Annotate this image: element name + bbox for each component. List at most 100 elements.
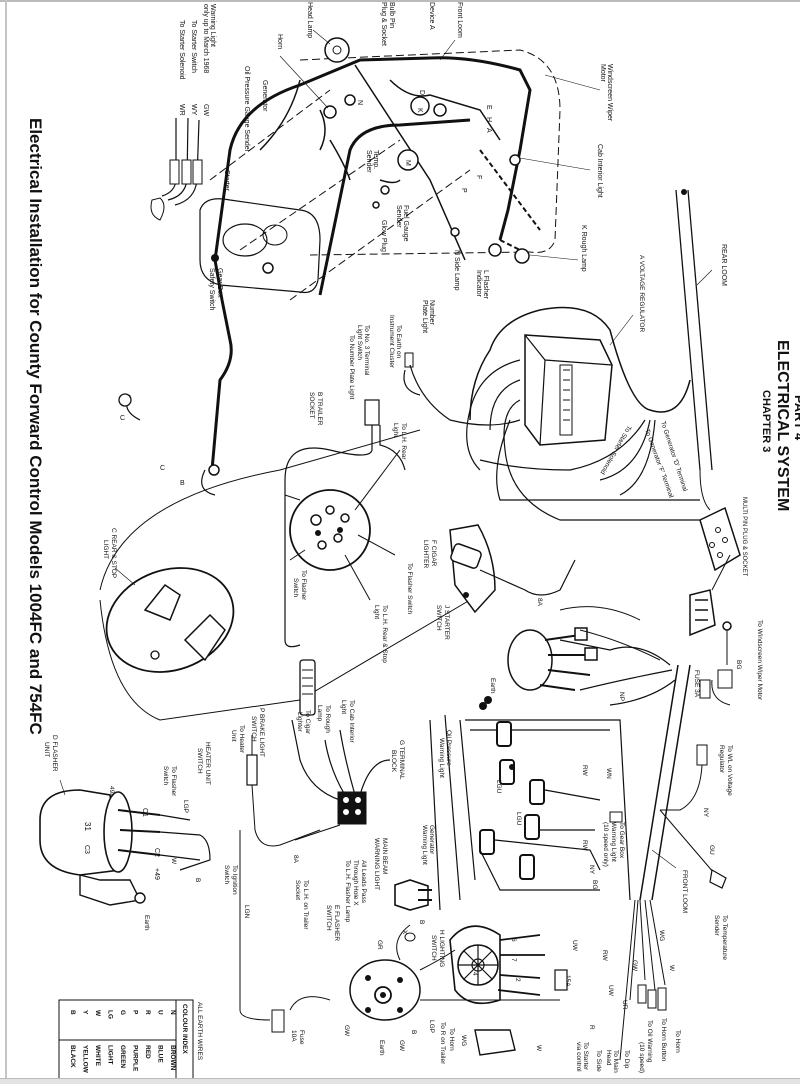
diagram-label: C2 xyxy=(153,848,160,857)
diagram-label: C1 xyxy=(141,808,148,817)
diagram-label: LGP xyxy=(428,1020,435,1033)
diagram-label: Device A xyxy=(428,2,435,30)
diagram-label: Earth xyxy=(143,915,150,931)
wire-or-component-shape xyxy=(465,719,631,901)
diagram-label: Oil Pressure xyxy=(445,730,452,766)
wire-or-component-shape xyxy=(289,924,560,1011)
diagram-label: To Rough xyxy=(324,705,331,733)
colour-name: GREEN xyxy=(119,1045,126,1068)
wire-or-component-shape xyxy=(79,874,142,906)
wire-or-component-shape xyxy=(559,364,573,436)
diagram-label: SWITCH xyxy=(250,716,257,742)
diagram-label: 10A xyxy=(290,1030,297,1042)
diagram-label: Cab Interior Light xyxy=(596,144,603,198)
diagram-label: M xyxy=(404,160,411,166)
wire-or-component-shape xyxy=(651,849,677,869)
wire-or-component-shape xyxy=(103,791,133,873)
wire-or-component-shape xyxy=(208,464,220,476)
diagram-label: 6 xyxy=(510,938,517,942)
wire-or-component-shape xyxy=(271,1009,285,1033)
diagram-label: N xyxy=(356,100,363,105)
diagram-label: B xyxy=(180,480,185,487)
diagram-label: Instrument Cluster xyxy=(388,315,395,369)
diagram-label: G TERMINAL xyxy=(398,740,405,780)
wire-or-component-shape xyxy=(291,719,391,801)
wire-or-component-shape xyxy=(332,45,342,55)
warning-lamp-sockets xyxy=(479,721,545,880)
diagram-label: To L.H. Rear xyxy=(400,423,407,460)
diagram-label: Light xyxy=(340,700,347,714)
multi-pin-plug-icon xyxy=(689,469,741,637)
chapter-header: PART 4 ELECTRICAL SYSTEM CHAPTER 3 xyxy=(760,340,800,511)
engine-labels: Head Lamp Bulb Pin Plug & Socket Device … xyxy=(208,2,613,333)
wire-or-component-shape xyxy=(209,89,471,301)
diagram-label: Motor xyxy=(599,64,606,83)
wire-or-component-shape xyxy=(344,94,356,106)
wire-or-component-shape xyxy=(364,399,380,426)
wire-or-component-shape xyxy=(262,224,288,246)
diagram-label: Regulator xyxy=(718,745,725,774)
colour-index-rows: NBROWNUBLUERREDPPURPLEGGREENLGLIGHTWWHIT… xyxy=(69,1010,176,1074)
rear-stop-light: C REAR & STOP LIGHT xyxy=(102,528,235,673)
wire-or-component-shape xyxy=(343,797,349,803)
diagram-label: Horn xyxy=(276,34,283,49)
diagram-label: Head xyxy=(605,1050,612,1066)
diagram-label: To Starter xyxy=(582,1042,589,1071)
diagram-label: Light xyxy=(373,605,380,619)
diagram-label: E FLASHER xyxy=(333,905,340,941)
wire-or-component-shape xyxy=(563,369,570,421)
brake-heater-region: P BRAKE LIGHT SWITCH To Heater Unit HEAT… xyxy=(196,659,405,864)
diagram-label: 8A xyxy=(536,598,543,607)
diagram-label: LIGHTER xyxy=(422,540,429,568)
wire-or-component-shape xyxy=(509,764,515,770)
diagram-label: GW xyxy=(398,1040,405,1052)
wire-or-component-shape xyxy=(497,934,545,996)
colour-code: Y xyxy=(82,1010,89,1015)
wire-or-component-shape xyxy=(183,613,226,662)
wire-or-component-shape xyxy=(192,159,203,185)
lighting-switch-region: MAIN BEAM WARNING LIGHT All Leads Pass T… xyxy=(271,838,608,1065)
wire-or-component-shape xyxy=(418,889,432,901)
wire-or-component-shape xyxy=(524,814,540,840)
wire-or-component-shape xyxy=(709,869,727,889)
wire-or-component-shape xyxy=(181,159,192,185)
diagram-label: RW xyxy=(581,840,588,852)
wire-or-component-shape xyxy=(539,634,591,691)
diagram-label: GR xyxy=(376,940,383,950)
diagram-label: Switch xyxy=(223,865,230,885)
colour-code: W xyxy=(94,1010,101,1017)
diagram-label: NY xyxy=(588,865,595,875)
wire-or-component-shape xyxy=(699,679,711,699)
wire-or-component-shape xyxy=(647,989,657,1009)
diagram-label: Indicator xyxy=(475,270,482,298)
diagram-label: Fuse xyxy=(298,1030,305,1045)
diagram-label: SWITCH xyxy=(430,935,437,961)
diagram-label: W xyxy=(668,965,675,972)
rear-loom-label: REAR LOOM xyxy=(720,244,727,286)
wire-or-component-shape xyxy=(343,809,349,815)
diagram-label: To Cigar xyxy=(304,710,311,735)
diagram-label: B xyxy=(194,878,201,882)
diagram-label: Bulb Pin xyxy=(388,2,395,28)
to-r-on-trailer-label: To R on Trailer xyxy=(439,1022,446,1065)
diagram-label: only up to March 1968 xyxy=(202,4,209,73)
wire-or-component-shape xyxy=(524,334,613,446)
wire-or-component-shape xyxy=(222,223,268,257)
wire-or-component-shape xyxy=(59,779,66,796)
wire-or-component-shape xyxy=(717,552,723,558)
colour-code: LG xyxy=(107,1010,114,1019)
diagram-label: Front Loom xyxy=(456,2,463,38)
diagram-label: To Ignition xyxy=(231,865,238,895)
wire-or-component-shape xyxy=(689,589,716,637)
diagram-label: BLOCK xyxy=(390,750,397,773)
diagram-label: To Number Plate Light xyxy=(348,335,355,400)
wire-or-component-shape xyxy=(365,975,371,981)
colour-code: B xyxy=(69,1010,76,1015)
rear-loom-assembly: REAR LOOM A VOLTAGE REGULATOR To Generat… xyxy=(466,189,763,901)
wire-or-component-shape xyxy=(554,969,568,991)
wire-or-component-shape xyxy=(239,830,271,1021)
diagram-label: To Dip xyxy=(623,1050,630,1069)
wire-or-component-shape xyxy=(251,735,321,847)
diagram-label: Unit xyxy=(230,730,237,742)
wire-or-component-shape xyxy=(279,55,329,109)
